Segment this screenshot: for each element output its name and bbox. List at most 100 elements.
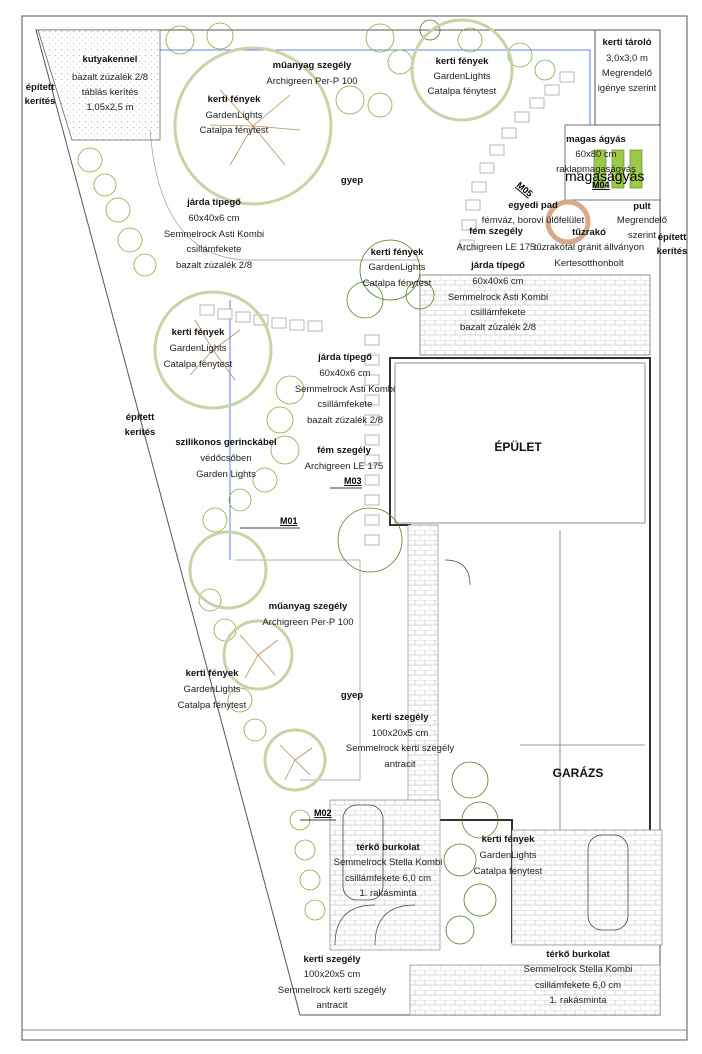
label-muanyag-szegely-1: műanyag szegély Archigreen Per-P 100: [266, 60, 357, 87]
svg-text:kerti szegély: kerti szegély: [371, 712, 429, 723]
svg-text:Catalpa fénytest: Catalpa fénytest: [164, 359, 233, 370]
label-kerti-fenyek-3: kerti fények GardenLights Catalpa fényte…: [363, 247, 432, 289]
svg-text:egyedi pad: egyedi pad: [508, 200, 558, 211]
svg-text:100x20x5 cm: 100x20x5 cm: [372, 728, 429, 739]
svg-text:szerint: szerint: [628, 230, 656, 241]
east-shrubs: [337, 19, 499, 945]
gates: [334, 559, 471, 946]
kerti-tarolo-shed: [594, 29, 661, 126]
label-kerti-fenyek-1: kerti fények GardenLights Catalpa fényte…: [200, 94, 269, 136]
svg-text:antracit: antracit: [316, 1000, 348, 1011]
svg-text:Semmelrock kerti szegély: Semmelrock kerti szegély: [346, 743, 454, 754]
svg-text:térkő burkolat: térkő burkolat: [546, 949, 610, 960]
label-kerti-fenyek-2: kerti fények GardenLights Catalpa fényte…: [428, 56, 497, 97]
svg-text:szilikonos gerinckábel: szilikonos gerinckábel: [175, 437, 276, 448]
svg-text:pult: pult: [633, 201, 651, 212]
svg-text:GardenLights: GardenLights: [169, 343, 226, 354]
svg-text:csillámfekete: csillámfekete: [187, 244, 242, 255]
marker-m04: M04: [592, 180, 610, 190]
trees: [153, 18, 514, 792]
svg-text:GardenLights: GardenLights: [368, 262, 425, 273]
svg-text:épített: épített: [126, 412, 155, 423]
carport-paving: [329, 799, 441, 951]
svg-text:járda típegő: járda típegő: [317, 352, 372, 363]
lawn-edge-north: [149, 129, 420, 261]
label-jarda-1: járda típegő 60x40x6 cm Semmelrock Asti …: [164, 197, 264, 271]
svg-text:tűzrakótál gránit állványon: tűzrakótál gránit állványon: [534, 242, 644, 253]
label-kerti-tarolo: kerti tároló 3,0x3,0 m Megrendelő igénye…: [598, 37, 657, 94]
svg-text:60x40x6 cm: 60x40x6 cm: [319, 368, 370, 379]
svg-text:GardenLights: GardenLights: [183, 684, 240, 695]
svg-text:kutyakennel: kutyakennel: [83, 54, 138, 65]
svg-text:kerti tároló: kerti tároló: [602, 37, 651, 48]
marker-m03: M03: [344, 476, 362, 486]
label-jarda-3: járda típegő 60x40x6 cm Semmelrock Asti …: [295, 352, 395, 426]
svg-text:GardenLights: GardenLights: [479, 850, 536, 861]
driveway-paving: [511, 829, 663, 946]
svg-text:GardenLights: GardenLights: [433, 71, 490, 82]
svg-text:Catalpa fénytest: Catalpa fénytest: [178, 700, 247, 711]
label-kutyakennel: kutyakennel bazalt zúzalék 2/8 táblás ke…: [72, 54, 148, 113]
label-kerti-szegely-2: kerti szegély 100x20x5 cm Semmelrock ker…: [278, 954, 386, 1011]
label-gyep-1: gyep: [341, 175, 363, 186]
svg-text:kerti fények: kerti fények: [186, 668, 240, 679]
car-carport: [342, 804, 629, 931]
svg-text:60x40x6 cm: 60x40x6 cm: [188, 213, 239, 224]
label-fem-szegely-2: fém szegély Archigreen LE 175: [305, 445, 384, 472]
label-kerti-fenyek-6: kerti fények GardenLights Catalpa fényte…: [474, 834, 543, 877]
svg-text:bazalt zúzalék 2/8: bazalt zúzalék 2/8: [176, 260, 252, 271]
svg-text:Semmelrock Asti Kombi: Semmelrock Asti Kombi: [295, 384, 395, 395]
svg-text:bazalt zúzalék 2/8: bazalt zúzalék 2/8: [460, 322, 536, 333]
lawn-edge-south: [235, 559, 361, 781]
svg-text:1. rakásminta: 1. rakásminta: [359, 888, 417, 899]
svg-text:60x40x6 cm: 60x40x6 cm: [472, 276, 523, 287]
label-tuzrako: tűzrakó tűzrakótál gránit állványon Kert…: [534, 227, 644, 269]
svg-text:Semmelrock Stella Kombi: Semmelrock Stella Kombi: [334, 857, 443, 868]
svg-text:bazalt zúzalék 2/8: bazalt zúzalék 2/8: [72, 72, 148, 83]
label-magasagyas-big: magaságyás: [565, 168, 644, 184]
kennel-area: [37, 29, 161, 141]
svg-text:Catalpa fénytest: Catalpa fénytest: [474, 866, 543, 877]
svg-text:60x80 cm: 60x80 cm: [575, 149, 616, 160]
svg-text:kerti fények: kerti fények: [208, 94, 262, 105]
path-paving-left: [407, 524, 439, 826]
svg-text:Archigreen LE 175: Archigreen LE 175: [457, 242, 536, 253]
svg-text:Archigreen Per-P 100: Archigreen Per-P 100: [266, 76, 357, 87]
svg-text:csillámfekete: csillámfekete: [471, 307, 526, 318]
svg-text:100x20x5 cm: 100x20x5 cm: [304, 969, 361, 980]
label-magas-agyas: magas ágyás 60x80 cm raklapmagaságyás: [556, 134, 636, 175]
svg-text:csillámfekete 6,0 cm: csillámfekete 6,0 cm: [345, 873, 431, 884]
svg-text:1. rakásminta: 1. rakásminta: [549, 995, 607, 1006]
svg-text:Megrendelő: Megrendelő: [617, 215, 667, 226]
svg-text:Catalpa fénytest: Catalpa fénytest: [200, 125, 269, 136]
label-jarda-2: járda típegő 60x40x6 cm Semmelrock Asti …: [448, 260, 548, 333]
label-epitett-kerites-3: épített kerítés: [657, 232, 688, 257]
label-terko-1: térkő burkolat Semmelrock Stella Kombi c…: [334, 842, 443, 899]
label-gyep-2: gyep: [341, 690, 363, 701]
svg-text:fémváz, borovi ülőfelület: fémváz, borovi ülőfelület: [482, 215, 585, 226]
svg-text:3,0x3,0 m: 3,0x3,0 m: [606, 53, 648, 64]
label-terko-2: térkő burkolat Semmelrock Stella Kombi c…: [524, 949, 633, 1006]
label-szilikonos: szilikonos gerinckábel védőcsőben Garden…: [175, 437, 276, 480]
svg-text:igénye szerint: igénye szerint: [598, 83, 657, 94]
svg-text:épített: épített: [26, 82, 55, 93]
svg-text:kerti fények: kerti fények: [371, 247, 425, 258]
svg-text:Semmelrock Asti Kombi: Semmelrock Asti Kombi: [164, 229, 264, 240]
label-kerti-szegely-1: kerti szegély 100x20x5 cm Semmelrock ker…: [346, 712, 454, 770]
svg-text:raklapmagaságyás: raklapmagaságyás: [556, 164, 636, 175]
west-hedge: [77, 22, 556, 921]
street-paving: [409, 964, 661, 1016]
svg-text:járda típegő: járda típegő: [186, 197, 241, 208]
svg-text:antracit: antracit: [384, 759, 416, 770]
marker-m02: M02: [314, 808, 332, 818]
svg-text:Archigreen Per-P 100: Archigreen Per-P 100: [262, 617, 353, 628]
svg-text:kerti fények: kerti fények: [172, 327, 226, 338]
label-kerti-fenyek-4: kerti fények GardenLights Catalpa fényte…: [164, 327, 233, 370]
svg-text:kerti fények: kerti fények: [482, 834, 536, 845]
svg-text:bazalt zúzalék 2/8: bazalt zúzalék 2/8: [307, 415, 383, 426]
svg-text:Catalpa fénytest: Catalpa fénytest: [363, 278, 432, 289]
svg-text:kerítés: kerítés: [25, 96, 56, 107]
svg-text:Megrendelő: Megrendelő: [602, 68, 652, 79]
svg-text:műanyag szegély: műanyag szegély: [269, 601, 348, 612]
svg-text:térkő burkolat: térkő burkolat: [356, 842, 420, 853]
